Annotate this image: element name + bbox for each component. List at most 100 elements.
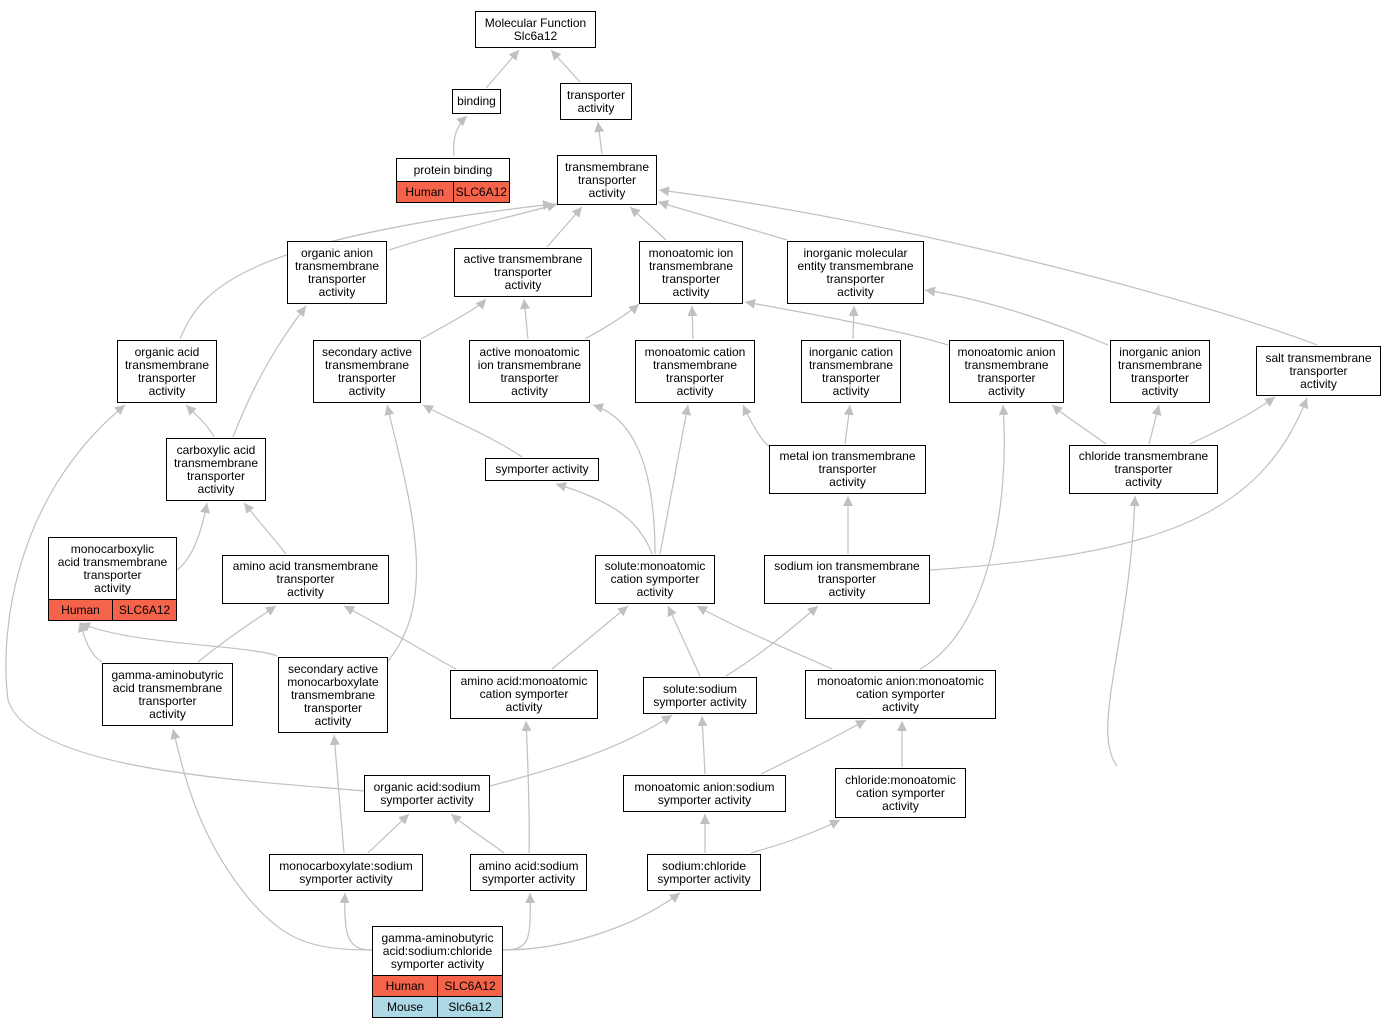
go-term-label: chloride:monoatomic cation symporter act… — [845, 772, 956, 813]
go-term-label: organic acid:sodium symporter activity — [373, 779, 481, 807]
go-term-label: monoatomic anion:sodium symporter activi… — [634, 779, 775, 807]
go-term-label: metal ion transmembrane transporter acti… — [779, 449, 916, 489]
go-term-node-monoatomic-cation[interactable]: monoatomic cation transmembrane transpor… — [635, 340, 755, 403]
edge-arrow — [750, 819, 841, 854]
go-term-label: monocarboxylate:sodium symporter activit… — [279, 858, 413, 886]
go-term-node-monocarboxylate-sodium[interactable]: monocarboxylate:sodium symporter activit… — [269, 854, 423, 891]
go-term-node-sodium-ion[interactable]: sodium ion transmembrane transporter act… — [764, 555, 930, 604]
go-term-label: amino acid:monoatomic cation symporter a… — [460, 674, 588, 714]
edge-arrow — [502, 892, 536, 951]
go-term-node-inorganic-anion[interactable]: inorganic anion transmembrane transporte… — [1110, 340, 1210, 403]
go-term-label: gamma-aminobutyric acid transmembrane tr… — [111, 667, 224, 721]
go-term-label: Molecular Function Slc6a12 — [484, 15, 587, 43]
go-term-label: gamma-aminobutyric acid:sodium:chloride … — [381, 930, 494, 971]
go-term-label: binding — [457, 94, 496, 108]
go-term-label: chloride transmembrane transporter activ… — [1078, 449, 1209, 489]
go-term-node-transmembrane[interactable]: transmembrane transporter activity — [557, 155, 657, 205]
go-term-node-organic-acid-sodium[interactable]: organic acid:sodium symporter activity — [364, 775, 490, 812]
edge-arrow — [502, 892, 681, 951]
edge-arrow — [725, 605, 819, 677]
edge-arrow — [339, 892, 373, 951]
edge-arrow — [521, 720, 532, 854]
go-term-node-amino-acid-sodium[interactable]: amino acid:sodium symporter activity — [470, 854, 587, 891]
go-term-label: amino acid transmembrane transporter act… — [232, 559, 379, 599]
edge-arrow — [658, 186, 1318, 346]
annotation-gene: SLC6A12 — [112, 600, 176, 620]
go-term-label: transporter activity — [566, 87, 626, 115]
go-term-node-sodium-chloride[interactable]: sodium:chloride symporter activity — [647, 854, 761, 891]
edge-arrow — [179, 200, 554, 340]
edge-arrow — [696, 605, 833, 670]
edge-arrow — [551, 605, 629, 670]
go-term-node-secondary-monocarboxylate[interactable]: secondary active monocarboxylate transme… — [278, 657, 388, 733]
edge-arrow — [79, 622, 278, 657]
edge-arrow — [592, 403, 656, 555]
edge-arrow — [185, 404, 215, 438]
go-term-node-inorganic-molecular[interactable]: inorganic molecular entity transmembrane… — [787, 241, 924, 304]
edge-arrow — [1148, 404, 1162, 445]
edge-arrow — [550, 49, 581, 83]
go-term-node-chloride-monoatomic[interactable]: chloride:monoatomic cation symporter act… — [835, 768, 966, 818]
edge-arrow — [520, 298, 530, 340]
edge-arrow — [657, 200, 788, 241]
edge-arrow — [760, 719, 867, 775]
edge-arrow — [929, 397, 1309, 571]
edge-arrow — [687, 305, 698, 340]
go-term-label: inorganic anion transmembrane transporte… — [1117, 344, 1203, 398]
go-term-node-carboxylic[interactable]: carboxylic acid transmembrane transporte… — [166, 438, 266, 501]
edge-arrow — [170, 728, 373, 951]
edge-arrow — [667, 605, 701, 677]
go-term-node-chloride-tm[interactable]: chloride transmembrane transporter activ… — [1069, 445, 1218, 494]
go-term-node-active-monoatomic[interactable]: active monoatomic ion transmembrane tran… — [469, 340, 590, 403]
edge-arrow — [384, 404, 418, 663]
edge-arrow — [744, 298, 949, 346]
edge-arrow — [450, 813, 505, 854]
go-term-node-active-tm[interactable]: active transmembrane transporter activit… — [454, 248, 592, 297]
edge-arrow — [1189, 396, 1276, 445]
go-term-label: monoatomic anion transmembrane transport… — [957, 344, 1056, 398]
go-term-node-metal-ion[interactable]: metal ion transmembrane transporter acti… — [769, 445, 926, 494]
go-term-node-solute-monoatomic[interactable]: solute:monoatomic cation symporter activ… — [595, 555, 715, 604]
go-term-label: solute:monoatomic cation symporter activ… — [604, 559, 706, 599]
go-term-label: secondary active transmembrane transport… — [321, 344, 413, 398]
go-term-node-anion-sodium[interactable]: monoatomic anion:sodium symporter activi… — [623, 775, 786, 812]
go-term-label: solute:sodium symporter activity — [653, 681, 747, 709]
go-term-node-monoatomic-ion[interactable]: monoatomic ion transmembrane transporter… — [639, 241, 743, 304]
edge-arrow — [1107, 495, 1140, 767]
go-term-node-gaba-symporter[interactable]: gamma-aminobutyric acid:sodium:chloride … — [372, 926, 503, 1018]
go-term-node-monocarboxylic[interactable]: monocarboxylic acid transmembrane transp… — [48, 537, 177, 621]
go-term-node-amino-acid-monoatomic[interactable]: amino acid:monoatomic cation symporter a… — [450, 670, 598, 719]
go-term-label: transmembrane transporter activity — [564, 159, 650, 200]
go-term-node-binding[interactable]: binding — [452, 89, 501, 114]
edge-arrow — [197, 605, 277, 663]
go-term-node-monoatomic-anion[interactable]: monoatomic anion transmembrane transport… — [949, 340, 1064, 403]
go-term-node-organic-anion[interactable]: organic anion transmembrane transporter … — [287, 241, 387, 304]
annotation-gene: SLC6A12 — [452, 182, 510, 202]
go-term-node-solute-sodium[interactable]: solute:sodium symporter activity — [643, 677, 757, 714]
go-term-label: inorganic cation transmembrane transport… — [808, 344, 894, 398]
go-term-label: organic anion transmembrane transporter … — [294, 245, 380, 299]
annotation-species: Human — [61, 602, 100, 617]
edge-arrow — [594, 121, 605, 155]
go-term-label: monoatomic cation transmembrane transpor… — [644, 344, 746, 398]
go-term-node-gaba-tm[interactable]: gamma-aminobutyric acid transmembrane tr… — [102, 663, 233, 726]
go-term-node-transporter[interactable]: transporter activity — [560, 83, 632, 120]
go-term-node-secondary-active[interactable]: secondary active transmembrane transport… — [313, 340, 421, 403]
go-term-label: monoatomic anion:monoatomic cation sympo… — [817, 674, 984, 714]
go-term-node-mf[interactable]: Molecular Function Slc6a12 — [475, 11, 596, 48]
go-term-label: symporter activity — [495, 462, 589, 476]
go-term-node-salt[interactable]: salt transmembrane transporter activity — [1256, 346, 1381, 396]
go-term-node-organic-acid[interactable]: organic acid transmembrane transporter a… — [117, 340, 217, 403]
go-term-node-amino-acid-tm[interactable]: amino acid transmembrane transporter act… — [222, 555, 389, 604]
go-term-label: sodium:chloride symporter activity — [657, 858, 751, 886]
go-term-node-anion-monoatomic-cation[interactable]: monoatomic anion:monoatomic cation sympo… — [805, 670, 996, 719]
go-term-node-symporter[interactable]: symporter activity — [485, 458, 599, 481]
go-term-node-inorganic-cation[interactable]: inorganic cation transmembrane transport… — [801, 340, 901, 403]
edge-arrow — [485, 49, 520, 89]
go-term-label: carboxylic acid transmembrane transporte… — [173, 442, 259, 496]
